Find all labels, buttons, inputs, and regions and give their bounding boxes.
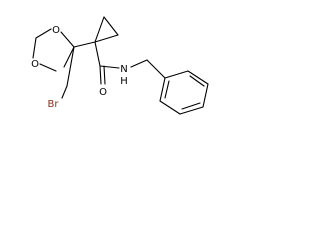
bond bbox=[181, 102, 201, 110]
bromomethyl-group bbox=[61, 46, 75, 99]
bond bbox=[130, 59, 148, 68]
atom-o2: O bbox=[31, 59, 39, 70]
atom-o3: O bbox=[99, 87, 107, 98]
structure-diagram: O O Br O N H bbox=[0, 0, 225, 131]
bond bbox=[159, 100, 181, 115]
amide-group bbox=[94, 41, 148, 85]
bond bbox=[60, 31, 75, 48]
bond bbox=[202, 83, 209, 108]
bond bbox=[99, 65, 120, 69]
bond bbox=[164, 80, 170, 99]
atom-br: Br bbox=[48, 99, 60, 110]
bond bbox=[103, 65, 106, 85]
bond bbox=[103, 16, 119, 36]
bond bbox=[189, 75, 205, 87]
molecule-drawing: O O Br O N H bbox=[31, 16, 209, 115]
bond bbox=[66, 46, 75, 87]
benzene-ring bbox=[146, 59, 209, 115]
bond bbox=[164, 70, 189, 79]
dioxolane-ring bbox=[32, 28, 75, 72]
bond bbox=[94, 34, 119, 43]
bond bbox=[146, 59, 166, 79]
bond bbox=[187, 70, 209, 85]
atom-h: H bbox=[120, 76, 128, 87]
atom-o1: O bbox=[52, 25, 60, 36]
cyclopropane-ring bbox=[73, 16, 119, 48]
bond bbox=[179, 106, 204, 115]
bond bbox=[94, 41, 101, 67]
bond bbox=[35, 28, 52, 39]
bond bbox=[39, 63, 57, 72]
bond bbox=[99, 65, 102, 85]
bond bbox=[61, 85, 68, 99]
bond bbox=[63, 46, 75, 68]
bond bbox=[32, 37, 37, 59]
bond bbox=[159, 77, 166, 102]
bond bbox=[73, 41, 96, 48]
atom-n: N bbox=[120, 64, 127, 75]
bond bbox=[94, 16, 105, 43]
